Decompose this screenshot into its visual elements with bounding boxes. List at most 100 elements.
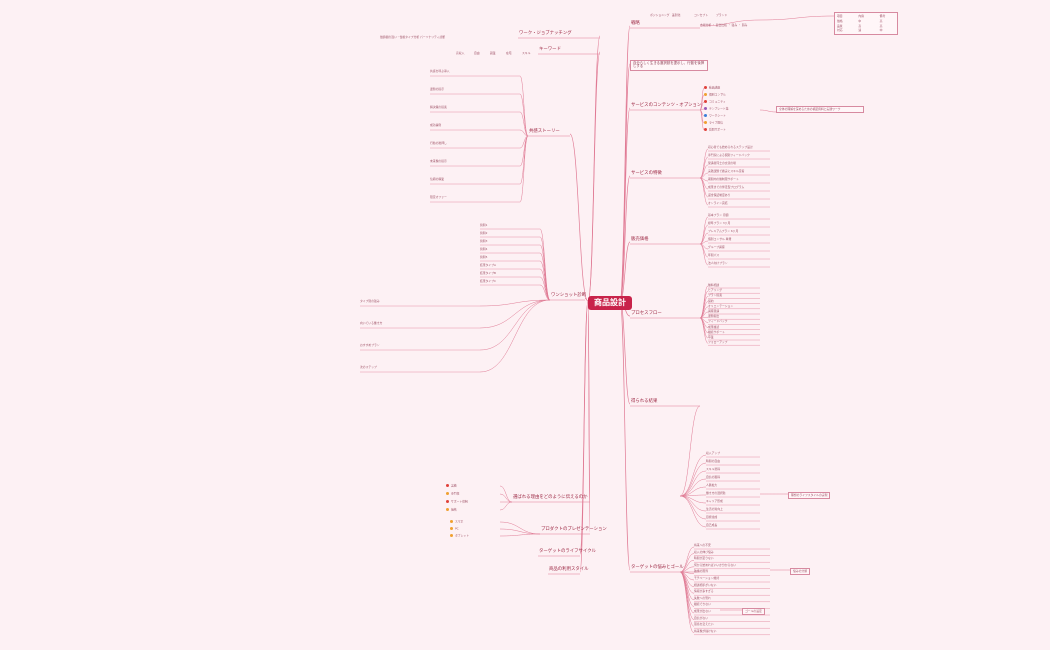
- link-line: [519, 111, 529, 137]
- branch-target-needs[interactable]: ターゲットの悩みとゴール: [631, 565, 684, 570]
- process-item-11-text: フォローアップ: [708, 340, 728, 345]
- price-item-1-text: 標準プラン 3ヶ月: [708, 221, 731, 225]
- bullet-icon: [704, 114, 707, 117]
- branch-target-life[interactable]: ターゲットのライフサイクル: [539, 549, 596, 554]
- strategy-table-cell: 価格: [837, 18, 843, 23]
- diagnosis-item-7: 結果タイプC: [480, 280, 496, 283]
- needs-item-9: 継続できない: [694, 603, 711, 606]
- needs-item-3-text: 何から始めればいいか分からない: [694, 562, 736, 567]
- bullet-icon: [446, 508, 449, 511]
- branch-service-features[interactable]: サービスの特徴: [631, 171, 662, 176]
- strategy-table-row: 対応速中: [837, 28, 895, 33]
- diagnosis-item-2: 質問3: [480, 240, 487, 243]
- branch-usage-style[interactable]: 商品の利用スタイル: [549, 567, 589, 572]
- benefit-item-7-text: 生活の質向上: [706, 507, 723, 511]
- select-item-1-text: 専門性: [451, 491, 460, 496]
- branch-sales-price[interactable]: 販売価格: [631, 237, 649, 242]
- needs-item-7-text: 情報が多すぎる: [694, 589, 714, 594]
- central-topic[interactable]: 商品設計: [588, 296, 632, 310]
- needs-item-2: 時間が足りない: [694, 557, 714, 560]
- strategy-table-cell: 対応: [837, 28, 843, 33]
- link-line: [699, 243, 709, 266]
- branch-process[interactable]: プロセスフロー: [631, 311, 662, 316]
- branch-approach[interactable]: 共感ストーリー: [529, 129, 560, 134]
- link-line: [584, 297, 589, 302]
- feature-item-3: 実践課題で確実にスキル定着: [708, 170, 744, 173]
- feature-item-7: オンライン完結: [708, 202, 728, 205]
- needs-item-4-text: 独学の限界: [694, 569, 708, 574]
- benefit-item-2: スキル習得: [706, 468, 720, 471]
- link-line: [619, 63, 631, 302]
- diagnosis-deep-1-text: 向いている働き方: [360, 321, 383, 325]
- needs-item-5-text: モチベーション維持: [694, 576, 720, 580]
- branch-job-matching[interactable]: ワーク・ジョブナッチング: [519, 31, 572, 36]
- link-line: [699, 177, 709, 206]
- benefit-item-0-text: 収入アップ: [706, 451, 720, 455]
- branch-product-presentation[interactable]: プロダクトのプレゼンテーション: [541, 527, 607, 532]
- process-item-3-text: 契約: [708, 298, 714, 303]
- content-item-2-text: コミュニティ: [709, 99, 726, 104]
- diagnosis-deep-2: おすすめプラン: [360, 344, 380, 347]
- strategy-table-row: 価格中高: [837, 19, 895, 24]
- link-line: [519, 135, 529, 203]
- diagnosis-deep-0-text: タイプ別の強み: [360, 299, 380, 303]
- feature-item-1: 専門家による個別フィードバック: [708, 154, 750, 157]
- price-item-2: プレミアムプラン 6ヶ月: [708, 230, 738, 233]
- feature-item-7-text: オンライン完結: [708, 201, 728, 205]
- diagnosis-item-5: 結果タイプA: [480, 264, 496, 267]
- link-line: [699, 317, 709, 339]
- content-item-5: ライブ配信: [704, 121, 723, 124]
- strategy-table-cell: 速: [858, 28, 862, 33]
- approach-item-4-text: 行動の後押し: [430, 141, 447, 145]
- link-line: [519, 135, 529, 149]
- link-line: [499, 521, 541, 535]
- keyword-item-2: 副業: [490, 51, 496, 55]
- branch-select-reason[interactable]: 選ばれる理由をどのように伝えるのか: [513, 495, 588, 500]
- branch-diagnosis[interactable]: ワンショット診断: [551, 293, 587, 298]
- branch-keyword[interactable]: キーワード: [539, 47, 561, 52]
- approach-item-3: 成功事例: [430, 124, 441, 127]
- process-item-4: オリエンテーション: [708, 304, 733, 308]
- strategy-table-cell: 項目: [837, 14, 843, 18]
- benefit-item-2-text: スキル習得: [706, 467, 720, 471]
- price-item-4-text: グループ講座: [708, 245, 725, 249]
- link-line: [587, 51, 601, 302]
- strategy-item-3: ブランド: [716, 14, 727, 17]
- strategy-item-1: 差別化: [672, 14, 680, 17]
- select-item-0: 実績: [446, 484, 457, 487]
- link-line: [699, 19, 761, 27]
- benefit-item-5-text: 働き方の選択肢: [706, 491, 726, 495]
- benefit-note: 理想のライフスタイルの実現: [788, 492, 831, 499]
- content-item-4-text: ワークシート: [709, 113, 726, 118]
- branch-strategy[interactable]: 戦略: [631, 21, 640, 26]
- branch-benefits[interactable]: 得られる結果: [631, 399, 658, 404]
- needs-item-11-text: 自信がない: [694, 615, 708, 620]
- strategy-table: 項目内容備考価格中高品質高高対応速中: [834, 12, 898, 36]
- needs-item-1-text: 収入の伸び悩み: [694, 549, 714, 554]
- usage-item-2-text: タブレット: [455, 533, 469, 538]
- link-line: [679, 495, 707, 512]
- price-item-0-text: 基本プラン 月額: [708, 213, 729, 217]
- benefit-item-1-text: 時間の自由: [706, 459, 720, 463]
- feature-item-3-text: 実践課題で確実にスキル定着: [708, 169, 745, 173]
- bullet-icon: [446, 492, 449, 495]
- strategy-table-cell: 備考: [879, 14, 886, 18]
- strategy-table-cell: 中: [858, 18, 862, 23]
- process-item-1-text: ヒアリング: [708, 288, 722, 293]
- strategy-table-cell: 高: [858, 23, 862, 28]
- diagnosis-item-1: 質問2: [480, 232, 487, 235]
- bullet-icon: [446, 500, 449, 503]
- keyword-item-4: スキル: [522, 51, 531, 55]
- feature-item-6-text: 返金保証制度あり: [708, 193, 731, 197]
- approach-item-2-text: 解決策の提案: [430, 105, 447, 109]
- approach-item-5: 未来像の提示: [430, 160, 447, 163]
- needs-item-6: 相談相手がいない: [694, 583, 716, 587]
- branch-contents[interactable]: サービスのコンテンツ・オプション: [631, 103, 702, 108]
- needs-item-8: 失敗への恐れ: [694, 596, 711, 600]
- link-line: [499, 493, 513, 503]
- process-item-6-text: 課題提出: [708, 314, 720, 319]
- process-item-2: プラン提案: [708, 294, 722, 297]
- content-item-6-text: 質問サポート: [709, 127, 726, 132]
- needs-item-11: 自信がない: [694, 615, 708, 620]
